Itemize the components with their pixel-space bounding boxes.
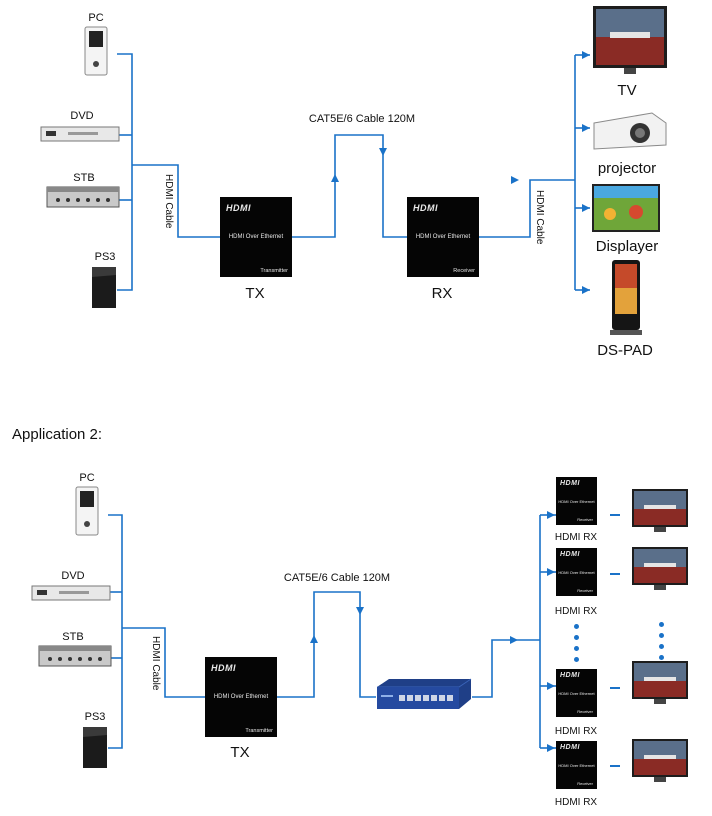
tv-icon [632,661,688,704]
ps3-console-icon [92,267,116,308]
rx-receiver-box: HDMI HDMI Over Ethernet Receiver [556,477,597,525]
rx-device-name: HDMI Over Ethernet [558,499,595,504]
rx-role: Receiver [577,781,593,786]
tv-icon [632,739,688,782]
rx-receiver-box: HDMI HDMI Over Ethernet Receiver [556,548,597,596]
hdmi-logo: HDMI [226,203,251,213]
rx-device-name: HDMI Over Ethernet [415,234,471,240]
ps3-console-icon [83,727,107,768]
set-top-box-icon [38,645,112,667]
rx-role: Receiver [577,588,593,593]
rx-receiver-box: HDMI HDMI Over Ethernet Receiver [556,741,597,789]
tx-device-name: HDMI Over Ethernet [213,694,269,700]
hdmi-logo: HDMI [211,663,236,673]
pc-icon [75,486,99,536]
link-dash [610,573,620,575]
tv-icon [593,6,667,74]
rx-device-name: HDMI Over Ethernet [558,691,595,696]
hdmi-cable-label-right: HDMI Cable [534,190,545,245]
hdmi-logo: HDMI [560,551,580,558]
tv-icon [632,489,688,532]
hdmi-cable-label-left: HDMI Cable [163,174,174,229]
hdmi-logo: HDMI [413,203,438,213]
source-label-pc: PC [79,472,95,484]
source-label-dvd: DVD [61,570,85,582]
link-dash [610,687,620,689]
projector-icon [593,112,667,150]
display-label-tv: TV [617,82,637,99]
tx-label: TX [245,285,265,302]
rx-role: Receiver [453,268,475,274]
source-label-stb: STB [73,172,95,184]
rx-role: Receiver [577,709,593,714]
source-label-pc: PC [88,12,104,24]
hdmi-rx-label: HDMI RX [554,606,598,617]
hdmi-logo: HDMI [560,480,580,487]
display-label-projector: projector [597,160,657,177]
source-label-stb: STB [62,631,84,643]
tx-role: Transmitter [260,268,288,274]
rx-receiver-box: HDMI HDMI Over Ethernet Receiver [407,197,479,277]
rx-device-name: HDMI Over Ethernet [558,570,595,575]
tx-transmitter-box: HDMI HDMI Over Ethernet Transmitter [205,657,277,737]
application-2-title: Application 2: [12,426,103,443]
link-dash [610,514,620,516]
displayer-icon [592,184,660,232]
hdmi-logo: HDMI [560,672,580,679]
tx-role: Transmitter [245,728,273,734]
link-dash [610,765,620,767]
tv-icon [632,547,688,590]
dvd-player-icon [40,126,120,142]
display-label-displayer: Displayer [595,238,659,255]
hdmi-logo: HDMI [560,744,580,751]
set-top-box-icon [46,186,120,208]
tx-label: TX [230,744,250,761]
rx-device-name: HDMI Over Ethernet [558,763,595,768]
more-tvs-dots [659,622,665,666]
rx-role: Receiver [577,517,593,522]
network-switch-icon [377,678,472,709]
tx-device-name: HDMI Over Ethernet [228,234,284,240]
source-label-dvd: DVD [70,110,94,122]
hdmi-rx-label: HDMI RX [554,726,598,737]
hdmi-rx-label: HDMI RX [554,797,598,808]
cat-cable-label: CAT5E/6 Cable 120M [283,572,391,584]
hdmi-rx-label: HDMI RX [554,532,598,543]
display-label-ds-pad: DS-PAD [597,342,653,359]
hdmi-cable-label: HDMI Cable [150,636,161,691]
cat-cable-label: CAT5E/6 Cable 120M [308,113,416,125]
ds-pad-icon [610,260,642,335]
source-label-ps3: PS3 [94,251,116,263]
rx-receiver-box: HDMI HDMI Over Ethernet Receiver [556,669,597,717]
rx-label: RX [431,285,453,302]
more-receivers-dots [574,624,580,668]
dvd-player-icon [31,585,111,601]
tx-transmitter-box: HDMI HDMI Over Ethernet Transmitter [220,197,292,277]
pc-icon [84,26,108,76]
source-label-ps3: PS3 [84,711,106,723]
